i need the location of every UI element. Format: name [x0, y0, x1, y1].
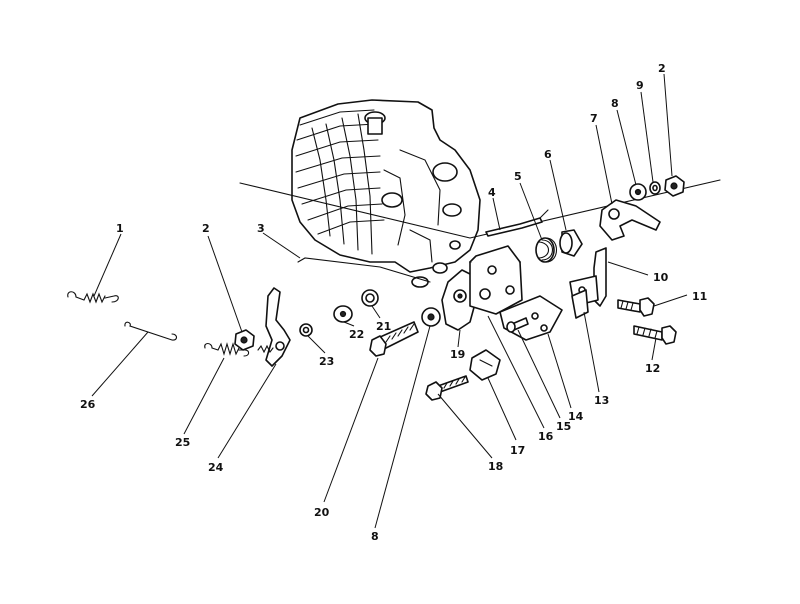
callout-24: 24	[208, 461, 224, 474]
bushing-part-21	[361, 289, 379, 307]
rod-part-4	[485, 209, 549, 237]
nut-part-2-left	[234, 329, 255, 351]
callout-19: 19	[450, 348, 465, 361]
callout-26: 26	[80, 398, 96, 411]
engine-block	[239, 99, 721, 288]
governor-lever-part-24	[257, 287, 291, 367]
callout-10: 10	[653, 271, 669, 284]
callout-6: 6	[544, 148, 552, 161]
screw-part-11	[617, 297, 655, 317]
screw-part-15	[506, 317, 529, 333]
callout-8-lower: 8	[371, 530, 379, 543]
callout-5: 5	[514, 170, 522, 183]
callout-2-right: 2	[658, 62, 666, 75]
callout-15: 15	[556, 420, 571, 433]
callout-12: 12	[645, 362, 660, 375]
throttle-rod	[297, 257, 431, 283]
clip-part-17	[469, 349, 501, 381]
bushing-part-6	[559, 229, 583, 257]
washer-part-22	[333, 305, 353, 323]
washer-part-8-lower	[421, 307, 441, 327]
callout-4: 4	[488, 186, 496, 199]
leader-lines	[91, 73, 688, 529]
callout-8-upper: 8	[611, 97, 619, 110]
callout-18: 18	[488, 460, 503, 473]
lever-part-7	[599, 199, 661, 241]
washer-part-8-upper	[629, 183, 647, 201]
bolt-part-18	[425, 375, 469, 401]
callout-17: 17	[510, 444, 525, 457]
callout-23: 23	[319, 355, 334, 368]
bolt-part-12	[633, 325, 677, 345]
lock-washer-part-9	[649, 181, 661, 195]
callout-20: 20	[314, 506, 330, 519]
spring-part-1	[67, 291, 119, 304]
nut-part-2-right	[664, 175, 685, 197]
callout-1: 1	[116, 222, 124, 235]
speed-control-plate-part-16	[469, 245, 523, 315]
callout-3: 3	[257, 222, 265, 235]
callout-13: 13	[594, 394, 609, 407]
plate-part-13	[571, 289, 589, 319]
callout-25: 25	[175, 436, 190, 449]
washer-part-23	[299, 323, 313, 337]
callout-numbers: 1 2 2 3 4 5 6 7 8 8 9 10 11 12 13 14 15 …	[80, 62, 707, 543]
callout-11: 11	[692, 290, 707, 303]
spring-part-5	[535, 237, 558, 263]
callout-22: 22	[349, 328, 364, 341]
link-wire-part-26	[124, 321, 178, 341]
callout-2-left: 2	[202, 222, 210, 235]
bolt-part-20	[369, 321, 419, 357]
callout-9: 9	[636, 79, 644, 92]
callout-14: 14	[568, 410, 584, 423]
control-bracket-part-19	[441, 269, 477, 331]
callout-7: 7	[590, 112, 598, 125]
callout-21: 21	[376, 320, 391, 333]
callout-16: 16	[538, 430, 554, 443]
